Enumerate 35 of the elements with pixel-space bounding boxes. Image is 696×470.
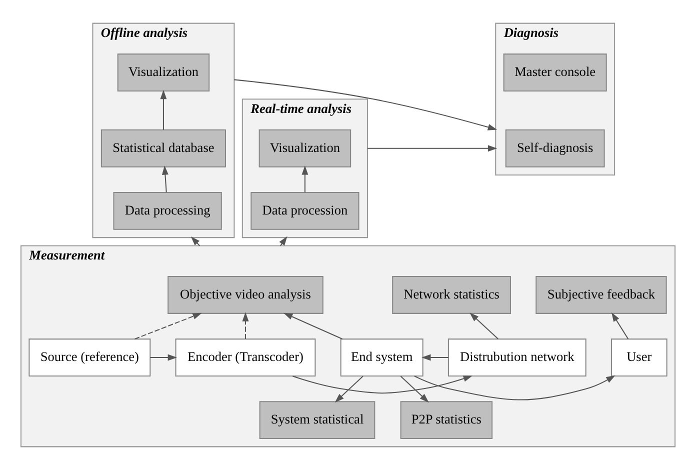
arrow [611,312,629,340]
node-box: Distrubution network [448,338,586,376]
node-box: Encoder (Transcoder) [175,338,316,376]
arrow [162,166,168,192]
arrow [283,312,343,340]
arrow [470,312,499,340]
node-box: Visualization [258,129,352,168]
arrow [400,376,429,403]
node-box: Objective video analysis [168,276,324,314]
arrow [422,354,448,361]
node-box: Self-diagnosis [505,129,605,168]
arrow [302,166,308,192]
node-box: User [610,338,668,376]
node-box: System statistical [259,401,376,439]
arrow [234,79,498,130]
node-box: Network statistics [392,276,511,314]
node-box: Subjective feedback [536,276,667,314]
node-box: Data procession [250,192,360,230]
node-box: Master console [503,54,607,92]
arrow [242,312,249,339]
arrow [414,375,616,400]
arrow [279,236,288,246]
arrow [150,354,178,361]
node-box: P2P statistics [400,401,493,439]
node-box: Statistical database [100,129,226,168]
arrow [134,312,202,340]
node-box: Data processing [113,192,222,230]
arrow [160,90,167,130]
arrow [190,236,200,246]
arrow [367,145,498,152]
arrow [334,376,364,403]
arrow [292,375,473,394]
node-box: Visualization [117,54,210,92]
node-box: Source (reference) [28,338,151,376]
node-box: End system [340,338,424,376]
